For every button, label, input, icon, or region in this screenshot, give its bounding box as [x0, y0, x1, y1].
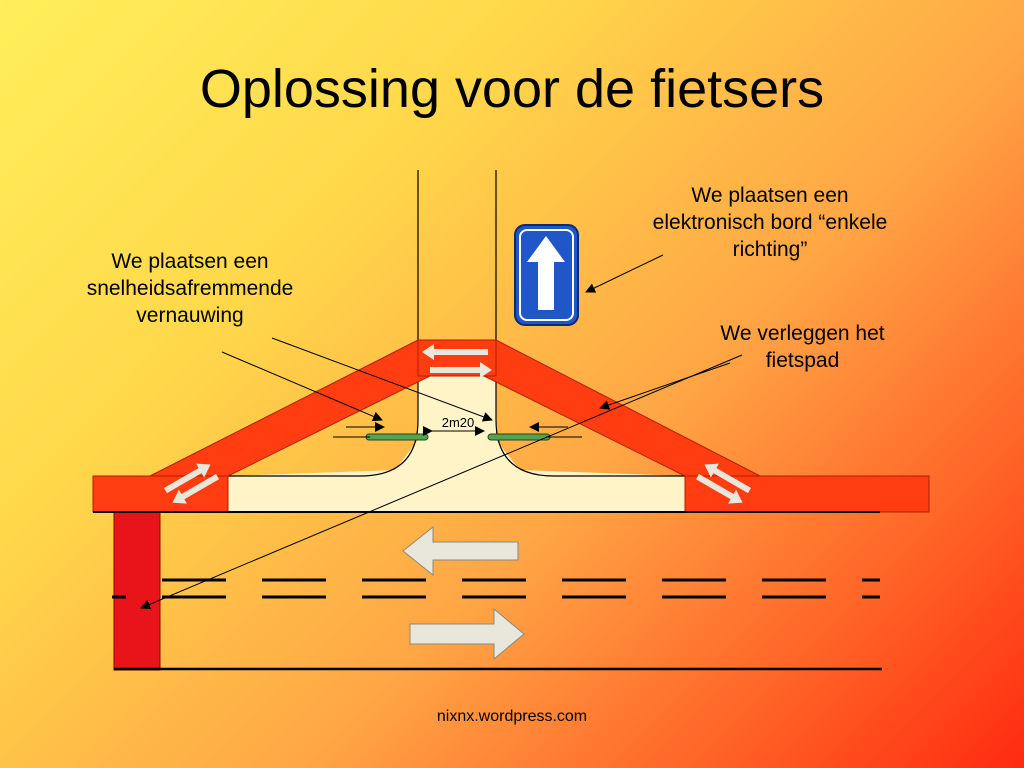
annotation-speed-reduction: We plaatsen een snelheidsafremmende vern…	[40, 248, 340, 329]
small-arrow-left-icon	[422, 344, 488, 360]
callout-line-bikepath-lower	[140, 354, 743, 610]
annotation-line: fietspad	[765, 349, 840, 372]
slide-title: Oplossing voor de fietsers	[199, 59, 825, 119]
small-arrow-up-icon	[704, 463, 752, 494]
annotation-line: elektronisch bord “enkele	[652, 211, 888, 234]
annotation-line: We plaatsen een	[111, 250, 269, 273]
small-arrow-down-icon	[172, 474, 220, 504]
bike-path-right-end	[684, 475, 930, 513]
annotation-line: We plaatsen een	[691, 184, 849, 207]
narrowing-bar-left	[365, 433, 429, 441]
bike-path-left-arrows	[163, 463, 220, 504]
annotation-bike-path: We verleggen het fietspad	[690, 320, 915, 374]
bike-path-left-ramp	[149, 339, 431, 477]
arrow-left-icon	[402, 525, 519, 577]
vertical-bike-path	[113, 511, 161, 671]
bike-path-top-arrows	[422, 344, 492, 378]
annotation-line: vernauwing	[136, 304, 244, 327]
side-road-curve-left	[228, 419, 419, 477]
small-arrow-up-icon	[163, 463, 211, 494]
annotation-line: richting”	[732, 238, 808, 261]
slide-footer: nixnx.wordpress.com	[436, 708, 588, 725]
one-way-arrow-sign-icon	[514, 224, 579, 326]
small-arrow-right-icon	[430, 362, 492, 378]
bike-path-right-arrows	[695, 463, 752, 504]
small-arrow-down-icon	[695, 474, 743, 504]
callout-line-sign	[585, 254, 664, 293]
callout-line-speed-left	[221, 351, 383, 422]
annotation-line: We verleggen het	[720, 322, 885, 345]
narrowing-bar-right	[487, 433, 551, 441]
arrow-right-icon	[409, 607, 525, 661]
annotation-electronic-sign: We plaatsen een elektronisch bord “enkel…	[600, 182, 940, 263]
callout-line-bikepath-upper	[599, 362, 731, 410]
side-road-curve-right	[495, 419, 685, 477]
annotation-line: snelheidsafremmende	[86, 277, 294, 300]
dimension-label: 2m20	[441, 415, 475, 430]
callout-line-speed-right	[271, 337, 493, 422]
